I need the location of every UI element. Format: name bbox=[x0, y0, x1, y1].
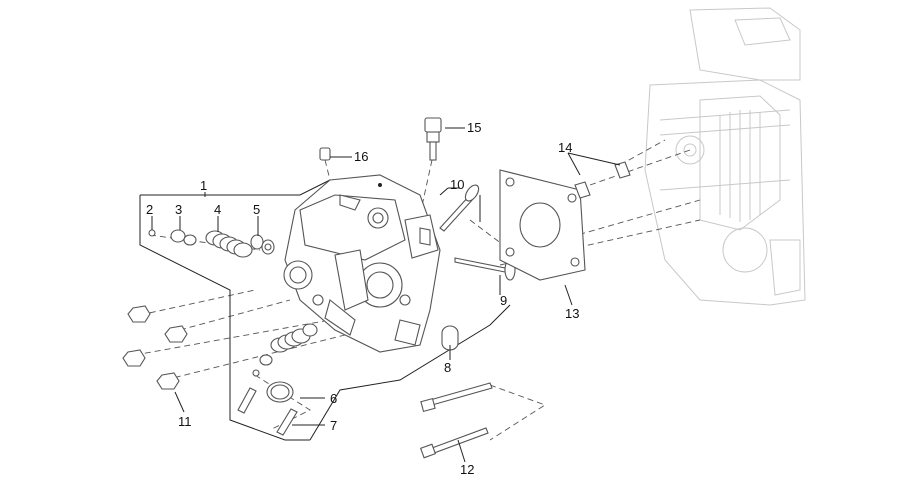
callout-11: 11 bbox=[178, 414, 192, 429]
part-2-valve-cotter bbox=[148, 229, 156, 237]
callout-8: 8 bbox=[444, 360, 451, 375]
callout-2: 2 bbox=[146, 202, 153, 217]
part-3-spring-retainer bbox=[170, 229, 197, 246]
callout-5: 5 bbox=[253, 202, 260, 217]
part-13-head-gasket bbox=[499, 169, 586, 281]
part-7-dowel-pins bbox=[237, 387, 298, 436]
engine-block-background bbox=[644, 7, 806, 306]
callout-15: 15 bbox=[467, 120, 481, 135]
part-8-bushing bbox=[441, 325, 459, 351]
part-6-o-ring bbox=[266, 381, 294, 403]
callout-16: 16 bbox=[354, 149, 368, 164]
callout-9: 9 bbox=[500, 293, 507, 308]
callout-10: 10 bbox=[450, 177, 464, 192]
cylinder-head bbox=[283, 174, 441, 353]
callout-3: 3 bbox=[175, 202, 182, 217]
part-12-bolts bbox=[419, 382, 493, 459]
callout-7: 7 bbox=[330, 418, 337, 433]
part-5-valve-seal bbox=[250, 234, 275, 255]
lower-valve-spring-assembly bbox=[252, 323, 318, 377]
callout-numbers: 1 2 3 4 5 16 15 10 14 9 13 8 6 7 11 12 bbox=[146, 120, 579, 477]
callout-13: 13 bbox=[565, 306, 579, 321]
part-11-nuts bbox=[122, 305, 188, 390]
part-16-plug bbox=[319, 147, 331, 161]
callout-1-bracket bbox=[139, 179, 511, 441]
callout-12: 12 bbox=[460, 462, 474, 477]
part-10-valve bbox=[439, 184, 480, 232]
part-15-temperature-sensor bbox=[424, 117, 442, 161]
callout-4: 4 bbox=[214, 202, 221, 217]
part-14-dowels bbox=[574, 161, 631, 199]
callout-6: 6 bbox=[330, 391, 337, 406]
part-4-valve-spring bbox=[205, 230, 253, 258]
leader-lines bbox=[151, 127, 621, 463]
callout-14: 14 bbox=[558, 140, 572, 155]
callout-1: 1 bbox=[200, 178, 207, 193]
